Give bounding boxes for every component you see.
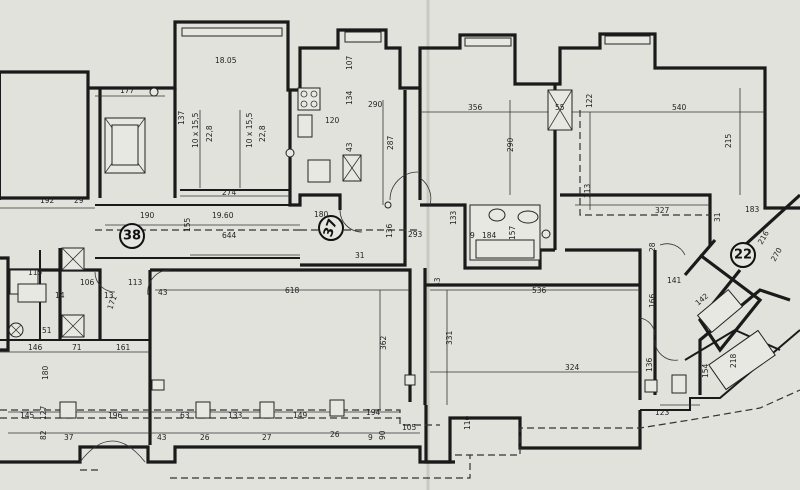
dim-label: 10 x 15,5 <box>191 112 200 148</box>
dim-label: 177 <box>120 86 135 95</box>
dim-label: 149 <box>293 411 308 420</box>
dim-label: 14 <box>55 291 65 300</box>
dim-label: 31 <box>713 212 722 222</box>
fixtures <box>8 27 776 463</box>
dim-label: 26 <box>200 433 210 442</box>
dim-label: 327 <box>655 206 670 215</box>
dim-label: 192 <box>40 196 55 205</box>
stove <box>297 87 321 111</box>
dim-label: 313 <box>583 183 592 198</box>
dim-label: 137 <box>177 110 186 125</box>
dim-label: 155 <box>183 217 192 232</box>
dim-label: 356 <box>468 103 483 112</box>
dim-label: 136 <box>645 357 654 372</box>
dim-label: 19.60 <box>212 211 234 220</box>
dim-label: 127 <box>39 405 48 420</box>
arch-feature <box>79 440 146 463</box>
dim-label: 55 <box>555 103 565 112</box>
dim-label: 22,8 <box>205 125 214 142</box>
sink-kitchen <box>297 114 313 138</box>
dim-label: 324 <box>565 363 580 372</box>
dim-label: 166 <box>648 293 657 308</box>
dim-label: 106 <box>80 278 95 287</box>
interior-walls <box>0 84 800 445</box>
dim-label: 536 <box>532 286 547 295</box>
dim-label: 22,8 <box>258 125 267 142</box>
dim-label: 141 <box>667 276 682 285</box>
dim-label: 290 <box>506 137 515 152</box>
dim-label: 136 <box>385 223 394 238</box>
dim-label: 154 <box>701 363 710 378</box>
dim-label: 540 <box>672 103 687 112</box>
door-swings <box>94 171 686 361</box>
dim-label: 115 <box>28 268 43 277</box>
dim-label: 180 <box>314 210 329 219</box>
dim-label: 9 <box>368 433 373 442</box>
unit-22-circle <box>730 242 756 268</box>
unit-38-label: 38 <box>123 229 141 244</box>
dim-label: 18.05 <box>215 56 237 65</box>
dim-label: 28 <box>648 242 657 252</box>
dim-label: 190 <box>140 211 155 220</box>
dim-label: 26 <box>330 430 340 439</box>
unit-markers: 38 37 22 <box>119 215 756 268</box>
dim-label: 37 <box>64 433 74 442</box>
unit-38-circle <box>119 223 145 249</box>
dim-label: 183 <box>745 205 760 214</box>
dim-label: 90 <box>378 430 387 440</box>
dim-label: 215 <box>724 133 733 148</box>
dim-label: 133 <box>228 411 243 420</box>
unit-22-label: 22 <box>734 248 752 263</box>
dim-label: 9 <box>470 231 475 240</box>
dim-label: 146 <box>28 343 43 352</box>
dim-label: 196 <box>108 411 123 420</box>
dim-label: 113 <box>128 278 143 287</box>
dim-label: 63 <box>180 411 190 420</box>
dim-label: 43 <box>433 277 442 287</box>
dim-label: 644 <box>222 231 237 240</box>
dim-label: 107 <box>345 55 354 70</box>
dim-label: 290 <box>368 100 383 109</box>
unit-37-circle <box>318 215 344 241</box>
dim-label: 31 <box>355 251 365 260</box>
dim-label: 134 <box>345 90 354 105</box>
dim-label: 293 <box>408 230 423 239</box>
unit-37-label: 37 <box>321 217 341 239</box>
dim-label: 194 <box>366 408 381 417</box>
dim-label: 43 <box>158 288 168 297</box>
dim-label: 122 <box>585 93 594 108</box>
dim-label: 120 <box>325 116 340 125</box>
dim-label: 362 <box>379 335 388 350</box>
dim-label: 180 <box>41 365 50 380</box>
dimension-labels: 177 18.05 10 x 15,5 22,8 10 x 15,5 22,8 … <box>20 55 784 442</box>
bathtub-b <box>708 329 776 391</box>
dim-label: 82 <box>39 430 48 440</box>
dim-label: 331 <box>445 330 454 345</box>
dim-label: 27 <box>262 433 272 442</box>
dim-label: 29 <box>74 196 84 205</box>
dim-label: 145 <box>20 411 35 420</box>
dim-label: 110 <box>463 415 472 430</box>
dim-label: 157 <box>508 225 517 240</box>
dim-label: 274 <box>222 188 237 197</box>
dim-label: 13 <box>104 291 114 300</box>
dim-label: 133 <box>449 210 458 225</box>
dim-label: 618 <box>285 286 300 295</box>
dim-label: 287 <box>386 135 395 150</box>
dim-label: 161 <box>116 343 131 352</box>
dim-label: 51 <box>42 326 52 335</box>
dim-label: 123 <box>655 408 670 417</box>
dim-label: 43 <box>157 433 167 442</box>
dim-label: 184 <box>482 231 497 240</box>
dim-label: 10 x 15,5 <box>245 112 254 148</box>
dim-label: 105 <box>402 423 417 432</box>
dim-label: 43 <box>345 142 354 152</box>
dim-label: 71 <box>72 343 82 352</box>
dim-label: 218 <box>729 353 738 368</box>
bay-window-left <box>344 31 382 43</box>
